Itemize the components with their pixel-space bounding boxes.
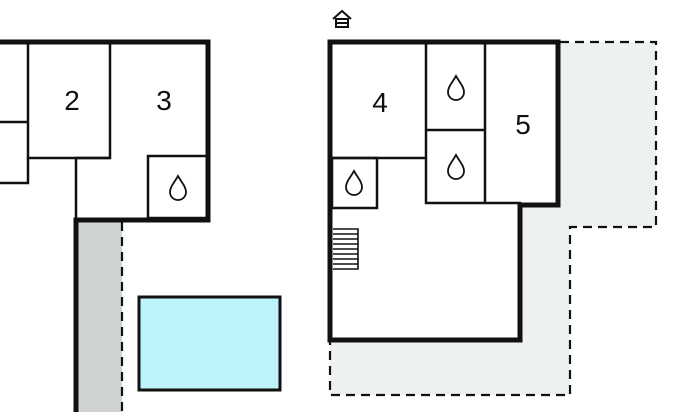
water-drop-icon xyxy=(169,174,187,201)
room-2-label: 2 xyxy=(64,85,80,116)
room-5-label: 5 xyxy=(515,109,531,140)
left-building-outer-wall xyxy=(0,39,211,412)
water-drop-icon xyxy=(447,74,465,101)
bathroom-left xyxy=(146,154,210,220)
room-5-bottom-wall xyxy=(485,201,522,205)
pool xyxy=(137,295,282,392)
path-strip xyxy=(78,222,122,412)
house-icon xyxy=(332,9,352,28)
terrace xyxy=(330,42,656,395)
bathroom-small xyxy=(330,156,379,210)
terrace-dashed-outline xyxy=(328,40,658,397)
water-drop-icon xyxy=(345,169,363,196)
stairs-icon xyxy=(333,228,359,270)
room-2-walls xyxy=(26,42,112,160)
left-edge-rooms-walls xyxy=(0,120,30,185)
bathroom-column-walls xyxy=(424,42,487,205)
water-drop-icon xyxy=(447,153,465,180)
corridor-wall xyxy=(74,156,110,220)
room-4-label: 4 xyxy=(372,87,388,118)
room-3-label: 3 xyxy=(156,85,172,116)
